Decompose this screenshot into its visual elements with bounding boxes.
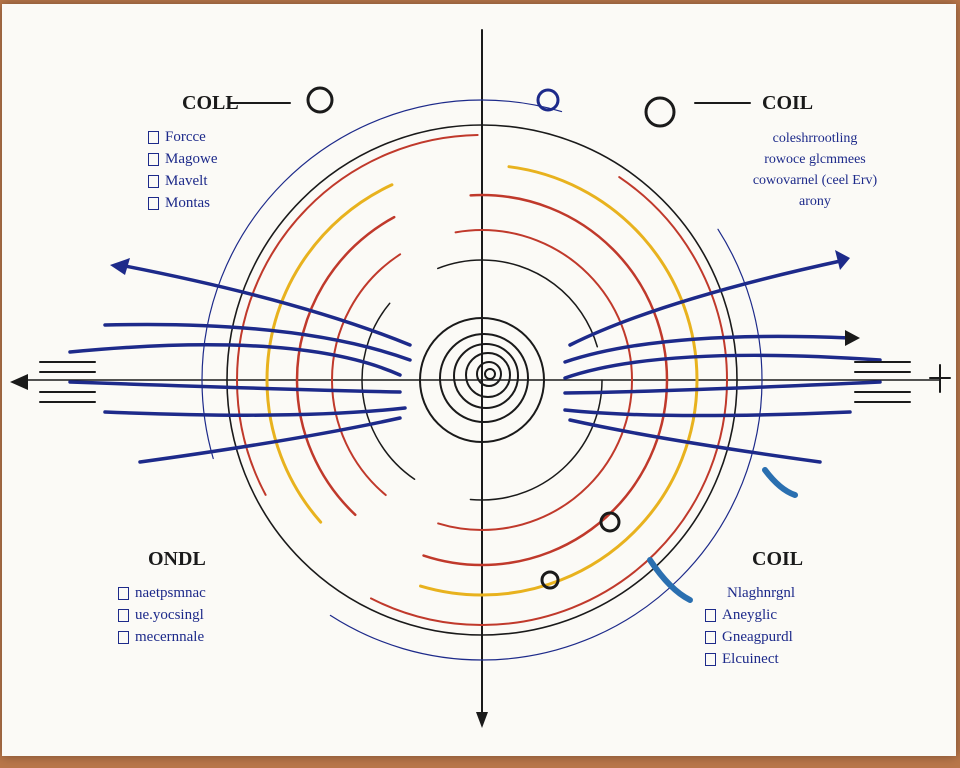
legend-item: Aneyglic bbox=[705, 604, 795, 626]
legend-item: Montas bbox=[148, 192, 218, 214]
left-field-lines bbox=[68, 263, 412, 464]
checkbox-icon bbox=[118, 630, 129, 644]
center-spiral bbox=[419, 317, 545, 443]
top-right-notes: coleshrrootling rowoce glcmmees cowovarn… bbox=[725, 128, 905, 212]
legend-label: naetpsmnac bbox=[135, 585, 206, 601]
legend-label: Mavelt bbox=[165, 173, 208, 189]
top-left-title: COLL bbox=[182, 92, 239, 114]
legend-item: Magowe bbox=[148, 148, 218, 170]
arrow-icon bbox=[10, 374, 28, 390]
bottom-right-legend: Nlaghnrgnl Aneyglic Gneagpurdl Elcuinect bbox=[705, 582, 795, 670]
legend-item: naetpsmnac bbox=[118, 582, 206, 604]
legend-item: Gneagpurdl bbox=[705, 626, 795, 648]
legend-item: Elcuinect bbox=[705, 648, 795, 670]
legend-label: mecernnale bbox=[135, 629, 205, 645]
note-line: coleshrrootling bbox=[772, 131, 858, 146]
bottom-left-legend: naetpsmnac ue.yocsingl mecernnale bbox=[118, 582, 206, 648]
legend-item: ue.yocsingl bbox=[118, 604, 206, 626]
legend-label: Forcce bbox=[165, 129, 206, 145]
legend-label: Gneagpurdl bbox=[722, 629, 793, 645]
legend-label: Nlaghnrgnl bbox=[727, 585, 796, 601]
checkbox-icon bbox=[705, 630, 716, 644]
legend-item: Nlaghnrgnl bbox=[705, 582, 795, 604]
arrow-icon bbox=[110, 258, 130, 275]
legend-label: Aneyglic bbox=[722, 607, 777, 623]
note-line: rowoce glcmmees bbox=[764, 152, 866, 167]
top-left-legend: Forcce Magowe Mavelt Montas bbox=[148, 126, 218, 214]
axis-arrow-icon bbox=[476, 712, 488, 728]
note-line: arony bbox=[799, 194, 831, 209]
arrow-icon bbox=[845, 330, 860, 346]
note-line: cowovarnel (ceel Erv) bbox=[752, 173, 878, 188]
checkbox-icon bbox=[118, 608, 129, 622]
checkbox-icon bbox=[705, 608, 716, 622]
bottom-left-title: ONDL bbox=[148, 548, 206, 570]
top-right-title: COIL bbox=[762, 92, 814, 114]
checkbox-icon bbox=[148, 152, 159, 166]
checkbox-icon bbox=[148, 196, 159, 210]
checkbox-icon bbox=[148, 174, 159, 188]
legend-label: Montas bbox=[165, 195, 210, 211]
bottom-right-title: COIL bbox=[752, 548, 804, 570]
checkbox-icon bbox=[118, 586, 129, 600]
outer-circle bbox=[226, 124, 738, 636]
right-field-lines bbox=[563, 258, 882, 464]
legend-item: mecernnale bbox=[118, 626, 206, 648]
legend-label: Magowe bbox=[165, 151, 218, 167]
checkbox-icon bbox=[705, 652, 716, 666]
legend-item: Mavelt bbox=[148, 170, 218, 192]
legend-label: Elcuinect bbox=[722, 651, 779, 667]
legend-item: Forcce bbox=[148, 126, 218, 148]
legend-label: ue.yocsingl bbox=[135, 607, 204, 623]
checkbox-icon bbox=[148, 130, 159, 144]
arrow-icon bbox=[835, 250, 850, 270]
